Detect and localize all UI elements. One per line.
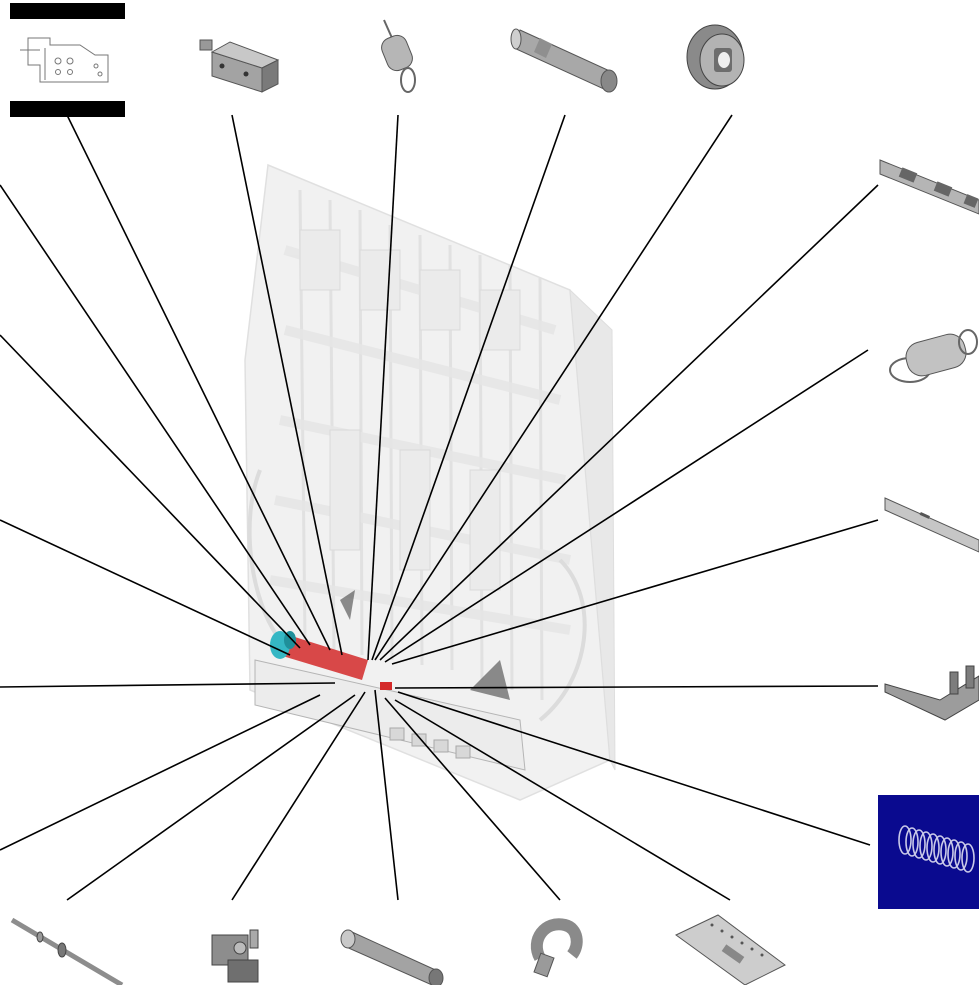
thin-shaft-icon — [10, 917, 124, 985]
bushing-gear-icon — [686, 24, 745, 90]
clip-hook-icon — [530, 918, 583, 978]
lever-arm-icon — [884, 665, 979, 721]
leader-lines — [0, 114, 879, 901]
actuator-block-icon — [211, 929, 259, 983]
main-assembly — [244, 163, 616, 801]
guide-plate-icon — [675, 914, 786, 985]
roller-assembly — [254, 590, 526, 771]
compression-spring-panel-icon — [878, 795, 979, 909]
rail-bracket-icon — [879, 159, 979, 215]
sensor-block-icon — [199, 39, 280, 93]
flat-plate-icon — [884, 497, 979, 553]
long-shaft-icon — [510, 28, 618, 93]
roller-pin-icon — [340, 929, 444, 985]
tension-spring-icon — [889, 329, 978, 383]
small-spring-icon — [381, 19, 416, 93]
bracket-plate-thumbnail-icon — [10, 3, 125, 117]
